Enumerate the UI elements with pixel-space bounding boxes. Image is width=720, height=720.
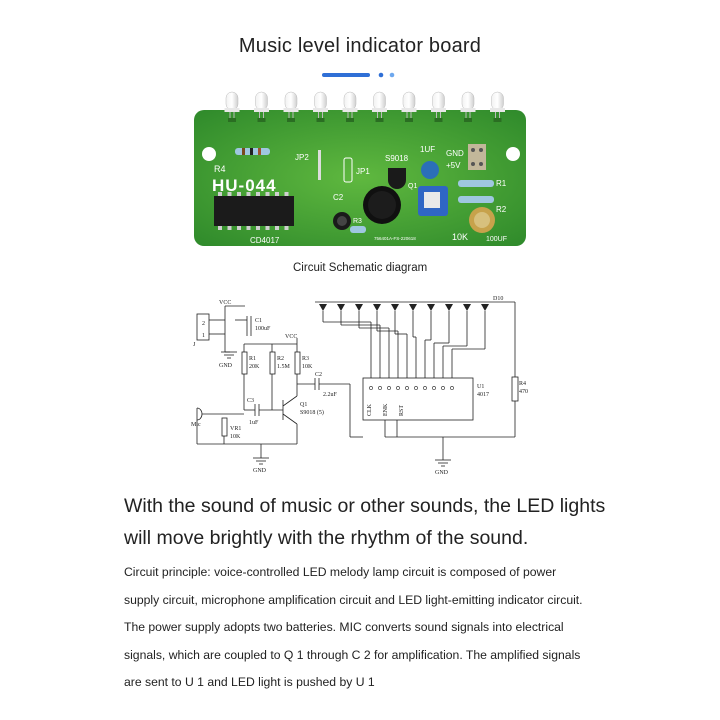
schematic-label-c2: C2 bbox=[315, 372, 322, 378]
led-3 bbox=[284, 91, 298, 111]
schematic-label-r4: R4 bbox=[519, 381, 526, 387]
schematic-diode-1 bbox=[319, 304, 327, 311]
schematic-label-q1-value: S9018 (5) bbox=[300, 409, 324, 416]
schematic-label-r2: R2 bbox=[277, 356, 284, 362]
board-model-label: HU-044 bbox=[212, 176, 277, 195]
schematic-diode-4 bbox=[373, 304, 381, 311]
schematic-label-r4-value: 470 bbox=[519, 389, 528, 395]
schematic-label-gnd2: GND bbox=[253, 468, 267, 474]
schematic-label-vr1-value: 10K bbox=[230, 434, 241, 440]
board-label-jp1: JP1 bbox=[356, 167, 370, 176]
schematic-label-c1: C1 bbox=[255, 318, 262, 324]
board-serial: 756401A-FS-220618 bbox=[374, 236, 416, 241]
board-label-cd4017: CD4017 bbox=[250, 236, 280, 245]
schematic-label-vr1: VR1 bbox=[230, 426, 241, 432]
schematic-diode-8 bbox=[445, 304, 453, 311]
schematic-label-u1: U1 bbox=[477, 384, 484, 390]
schematic-label-gnd1: GND bbox=[219, 363, 233, 369]
circuit-schematic: VCC C1 100uF GND 2 1 J VCC R1 20K R2 1.5… bbox=[191, 296, 528, 476]
led-row bbox=[224, 91, 505, 122]
schematic-label-c2-value: 2.2uF bbox=[323, 392, 338, 398]
board-label-q1: Q1 bbox=[408, 183, 417, 190]
led-8 bbox=[432, 91, 445, 111]
schematic-label-j1-pin1: 1 bbox=[202, 333, 205, 339]
schematic-label-r2-value: 1.5M bbox=[277, 364, 291, 370]
led-1 bbox=[225, 91, 239, 111]
board-label-5v: +5V bbox=[446, 161, 461, 170]
schematic-label-mic: Mic bbox=[191, 422, 201, 428]
schematic-label-vcc2: VCC bbox=[285, 334, 297, 340]
schematic-label-r1-value: 20K bbox=[249, 364, 260, 370]
schematic-label-u1-value: 4017 bbox=[477, 392, 489, 398]
led-4 bbox=[314, 91, 327, 111]
board-label-r1: R1 bbox=[496, 179, 507, 188]
schematic-label-enk: ENK bbox=[383, 403, 389, 416]
schematic-label-j1: J bbox=[193, 342, 196, 348]
board-label-gnd: GND bbox=[446, 149, 464, 158]
led-10 bbox=[491, 91, 504, 111]
board-label-c2: C2 bbox=[333, 193, 344, 202]
circuit-principle-text: Circuit principle: voice-controlled LED … bbox=[124, 565, 583, 689]
headline-text: With the sound of music or other sounds,… bbox=[124, 495, 606, 549]
board-label-s9018: S9018 bbox=[385, 154, 409, 163]
board-label-jp2: JP2 bbox=[295, 153, 309, 162]
led-6 bbox=[373, 91, 386, 111]
board-label-r3: R3 bbox=[353, 218, 362, 225]
schematic-label-c3-value: 1uF bbox=[249, 420, 259, 426]
schematic-label-r3-value: 10K bbox=[302, 364, 313, 370]
led-7 bbox=[402, 91, 416, 111]
board-label-r2: R2 bbox=[496, 205, 507, 214]
schematic-label-r1: R1 bbox=[249, 356, 256, 362]
led-9 bbox=[461, 91, 475, 111]
schematic-diode-10 bbox=[481, 304, 489, 311]
board-label-1uf: 1UF bbox=[420, 145, 435, 154]
board-label-10k: 10K bbox=[452, 232, 468, 242]
led-2 bbox=[255, 91, 268, 111]
led-5 bbox=[343, 91, 357, 111]
schematic-label-vcc1: VCC bbox=[219, 300, 231, 306]
schematic-label-d10: D10 bbox=[493, 296, 503, 302]
schematic-label-r3: R3 bbox=[302, 356, 309, 362]
schematic-label-j1-pin2: 2 bbox=[202, 321, 205, 327]
schematic-diode-7 bbox=[427, 304, 435, 311]
schematic-label-c3: C3 bbox=[247, 398, 254, 404]
schematic-diode-9 bbox=[463, 304, 471, 311]
schematic-label-gnd3: GND bbox=[435, 470, 449, 476]
schematic-label-rst: RST bbox=[399, 405, 405, 416]
page-title: Music level indicator board bbox=[238, 35, 482, 57]
schematic-diode-3 bbox=[355, 304, 363, 311]
board-label-r4: R4 bbox=[214, 164, 226, 174]
title-underline-decoration bbox=[322, 72, 395, 78]
schematic-label-clk: CLK bbox=[367, 403, 373, 416]
schematic-label-c1-value: 100uF bbox=[255, 326, 271, 332]
schematic-diode-5 bbox=[391, 304, 399, 311]
board-label-100uf: 100UF bbox=[486, 236, 507, 243]
schematic-label-q1: Q1 bbox=[300, 402, 307, 408]
schematic-diode-6 bbox=[409, 304, 417, 311]
circuit-board-photo: R4 JP2 JP1 S9018 Q1 1UF GND +5V R1 R2 HU… bbox=[194, 91, 526, 246]
schematic-caption: Circuit Schematic diagram bbox=[293, 262, 428, 274]
schematic-diode-2 bbox=[337, 304, 345, 311]
